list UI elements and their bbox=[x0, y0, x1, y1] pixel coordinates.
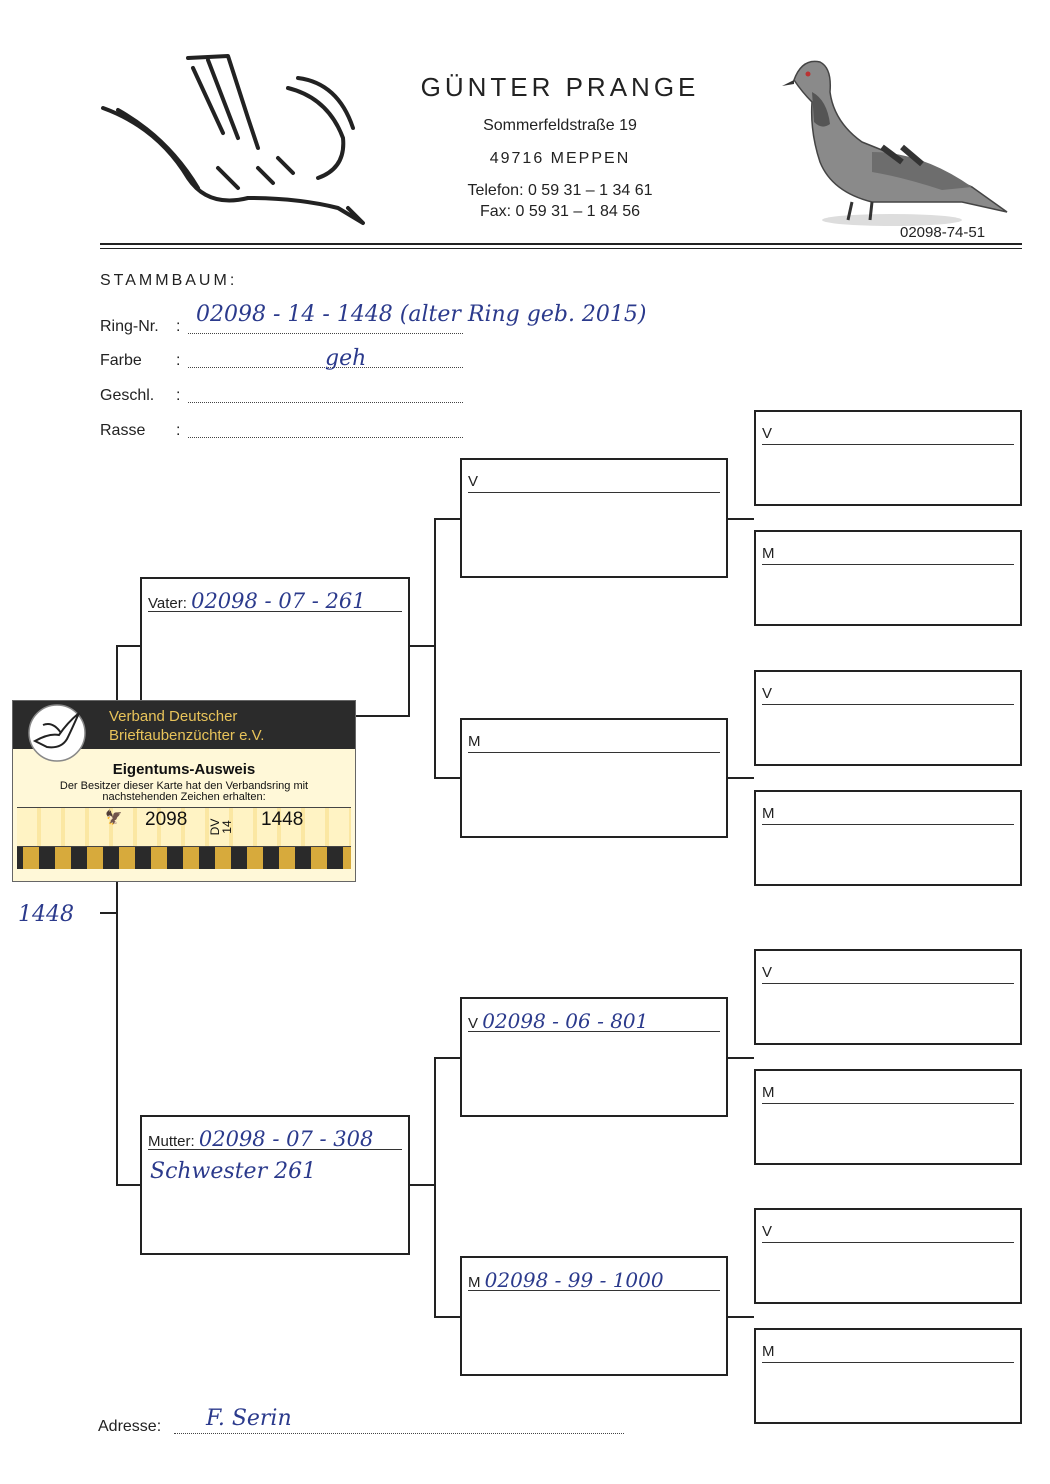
pedigree-heading: STAMMBAUM: bbox=[100, 272, 238, 289]
header-rule-thin bbox=[100, 248, 1022, 249]
header-rule bbox=[100, 243, 1022, 245]
fm-connector bbox=[434, 777, 460, 779]
color-colon: : bbox=[176, 352, 181, 369]
ring-label: Ring-Nr. bbox=[100, 318, 159, 335]
g3-connector-4 bbox=[726, 1316, 754, 1318]
mf-connector bbox=[434, 1057, 460, 1059]
g3-label-5: V bbox=[762, 964, 773, 981]
card-subtitle: Der Besitzer dieser Karte hat den Verban… bbox=[59, 780, 309, 803]
card-number-band bbox=[17, 807, 351, 847]
father-ring[interactable]: 02098 - 07 - 261 bbox=[191, 589, 366, 613]
mm-connector bbox=[434, 1316, 460, 1318]
grandmother-maternal-box[interactable]: M 02098 - 99 - 1000 bbox=[460, 1256, 728, 1376]
g3-label-8: M bbox=[762, 1343, 775, 1360]
mother-note[interactable]: Schwester 261 bbox=[150, 1159, 317, 1184]
fm-label: M bbox=[468, 733, 481, 750]
card-title: Eigentums-Ausweis bbox=[112, 761, 256, 778]
fax: Fax: 0 59 31 – 1 84 56 bbox=[479, 203, 641, 220]
mother-label: Mutter: bbox=[148, 1133, 195, 1150]
eagle-emblem-icon: 🦅 bbox=[105, 809, 123, 825]
ring-colon: : bbox=[176, 318, 181, 335]
g3-box-1[interactable]: V bbox=[754, 410, 1022, 506]
breeder-name: GÜNTER PRANGE bbox=[420, 72, 700, 102]
city: 49716 MEPPEN bbox=[489, 150, 631, 167]
ownership-card: Verband Deutscher Brieftaubenzüchter e.V… bbox=[12, 700, 356, 882]
sex-label: Geschl. bbox=[100, 387, 155, 404]
subject-connector bbox=[100, 912, 118, 914]
race-label: Rasse bbox=[100, 422, 146, 439]
race-dotted-line[interactable] bbox=[188, 437, 463, 438]
address-label: Adresse: bbox=[98, 1418, 162, 1435]
race-colon: : bbox=[176, 422, 181, 439]
mother-branch-line bbox=[434, 1057, 436, 1317]
mother-ring[interactable]: 02098 - 07 - 308 bbox=[198, 1127, 374, 1151]
pedigree-trunk-line bbox=[116, 645, 118, 1185]
card-club-number: 2098 bbox=[145, 809, 188, 830]
grandmother-paternal-box[interactable]: M bbox=[460, 718, 728, 838]
pigeon-ring-caption: 02098-74-51 bbox=[900, 224, 986, 241]
g3-box-6[interactable]: M bbox=[754, 1069, 1022, 1165]
g3-label-3: V bbox=[762, 685, 773, 702]
g3-box-7[interactable]: V bbox=[754, 1208, 1022, 1304]
phone: Telefon: 0 59 31 – 1 34 61 bbox=[467, 182, 653, 199]
ring-dotted-line bbox=[188, 333, 463, 334]
card-org-line1: Verband Deutscher bbox=[109, 708, 238, 725]
color-label: Farbe bbox=[100, 352, 142, 369]
address-dotted-line bbox=[174, 1433, 624, 1434]
father-label: Vater: bbox=[148, 595, 187, 612]
card-org: Verband Deutscher Brieftaubenzüchter e.V… bbox=[109, 707, 264, 745]
swallow-logo bbox=[101, 54, 365, 225]
sex-dotted-line[interactable] bbox=[188, 402, 463, 403]
sex-colon: : bbox=[176, 387, 181, 404]
g3-box-8[interactable]: M bbox=[754, 1328, 1022, 1424]
pigeon-photo bbox=[782, 60, 1008, 226]
mf-label: V bbox=[468, 1015, 479, 1032]
g3-connector-1 bbox=[726, 518, 754, 520]
dove-logo-icon bbox=[28, 704, 86, 762]
g3-box-4[interactable]: M bbox=[754, 790, 1022, 886]
g3-label-6: M bbox=[762, 1084, 775, 1101]
grandfather-paternal-box[interactable]: V bbox=[460, 458, 728, 578]
father-branch-line bbox=[434, 518, 436, 778]
g3-box-2[interactable]: M bbox=[754, 530, 1022, 626]
card-org-line2: Brieftaubenzüchter e.V. bbox=[109, 727, 265, 744]
g3-connector-2 bbox=[726, 777, 754, 779]
card-ornament-strip bbox=[17, 847, 351, 869]
address-value[interactable]: F. Serin bbox=[206, 1406, 292, 1431]
g3-connector-3 bbox=[726, 1057, 754, 1059]
g3-label-7: V bbox=[762, 1223, 773, 1240]
mm-ring[interactable]: 02098 - 99 - 1000 bbox=[484, 1268, 664, 1292]
father-connector bbox=[116, 645, 140, 647]
mother-to-grandparents bbox=[408, 1184, 435, 1186]
ring-value[interactable]: 02098 - 14 - 1448 (alter Ring geb. 2015) bbox=[196, 302, 647, 327]
g3-label-4: M bbox=[762, 805, 775, 822]
ff-connector bbox=[434, 518, 460, 520]
father-box[interactable]: Vater: 02098 - 07 - 261 bbox=[140, 577, 410, 717]
mm-label: M bbox=[468, 1274, 481, 1291]
street-address: Sommerfeldstraße 19 bbox=[483, 117, 637, 134]
card-ring-number: 1448 bbox=[261, 809, 304, 830]
margin-note: 1448 bbox=[18, 902, 74, 927]
g3-box-5[interactable]: V bbox=[754, 949, 1022, 1045]
g3-label-1: V bbox=[762, 425, 773, 442]
g3-label-2: M bbox=[762, 545, 775, 562]
father-to-grandparents bbox=[408, 645, 435, 647]
g3-box-3[interactable]: V bbox=[754, 670, 1022, 766]
card-header: Verband Deutscher Brieftaubenzüchter e.V… bbox=[13, 701, 355, 762]
ff-label: V bbox=[468, 473, 479, 490]
color-dotted-line bbox=[188, 367, 463, 368]
grandfather-maternal-box[interactable]: V 02098 - 06 - 801 bbox=[460, 997, 728, 1117]
color-value[interactable]: geh bbox=[325, 346, 367, 371]
card-mark: DV 14 bbox=[208, 818, 234, 836]
mother-connector bbox=[116, 1184, 140, 1186]
mf-ring[interactable]: 02098 - 06 - 801 bbox=[482, 1009, 649, 1033]
mother-box[interactable]: Mutter: 02098 - 07 - 308 Schwester 261 bbox=[140, 1115, 410, 1255]
